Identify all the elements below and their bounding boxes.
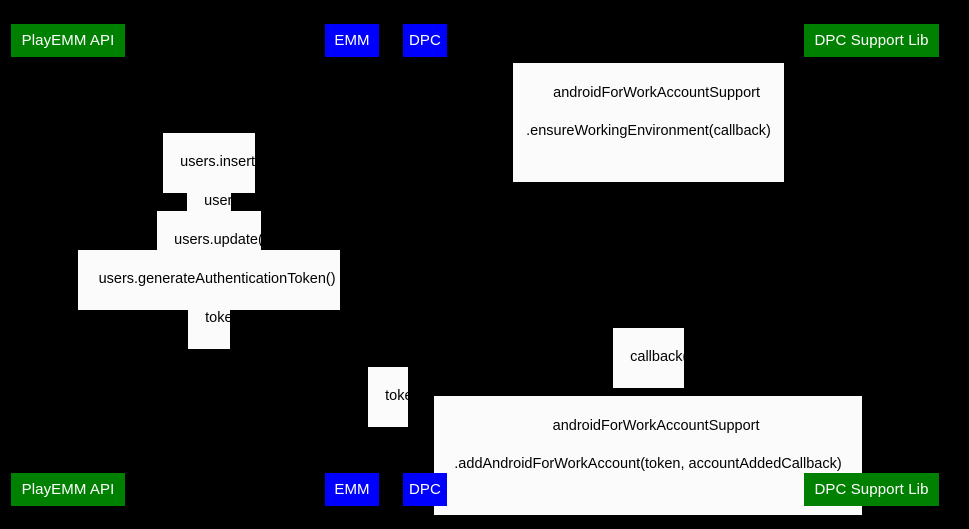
participant-header-dpc-support-lib[interactable]: DPC Support Lib: [804, 24, 939, 57]
participant-label: PlayEMM API: [21, 481, 115, 498]
participant-header-emm[interactable]: EMM: [325, 24, 379, 57]
message-label: callback(): [630, 349, 693, 365]
participant-label: PlayEMM API: [21, 32, 115, 49]
message-line-1: androidForWorkAccountSupport: [553, 85, 760, 101]
participant-label: DPC Support Lib: [814, 32, 929, 49]
participant-label: DPC: [409, 32, 441, 49]
participant-footer-dpc-support-lib[interactable]: DPC Support Lib: [804, 473, 939, 506]
participant-header-playemm-api[interactable]: PlayEMM API: [11, 24, 125, 57]
message-token-1: token: [188, 289, 241, 349]
message-label: token: [385, 388, 421, 404]
message-line-1: androidForWorkAccountSupport: [552, 418, 760, 434]
message-line-2: .addAndroidForWorkAccount(token, account…: [454, 456, 842, 472]
message-label: users.generateAuthenticationToken(): [98, 271, 336, 287]
message-add-android-for-work-account: androidForWorkAccountSupport .addAndroid…: [434, 396, 862, 515]
message-ensure-working-environment: androidForWorkAccountSupport .ensureWork…: [513, 63, 784, 182]
message-callback: callback(): [613, 328, 692, 388]
participant-label: DPC: [409, 481, 441, 498]
participant-header-dpc[interactable]: DPC: [403, 24, 447, 57]
message-label: userID: [204, 193, 247, 209]
message-token-2: token: [368, 367, 421, 427]
participant-label: DPC Support Lib: [814, 481, 929, 498]
participant-label: EMM: [334, 481, 370, 498]
participant-footer-playemm-api[interactable]: PlayEMM API: [11, 473, 125, 506]
participant-label: EMM: [334, 32, 370, 49]
message-label: token: [205, 310, 241, 326]
participant-footer-emm[interactable]: EMM: [325, 473, 379, 506]
message-label: users.update(): [174, 232, 268, 248]
participant-footer-dpc[interactable]: DPC: [403, 473, 447, 506]
message-label: users.insert(): [180, 154, 265, 170]
message-line-2: .ensureWorkingEnvironment(callback): [526, 123, 771, 139]
